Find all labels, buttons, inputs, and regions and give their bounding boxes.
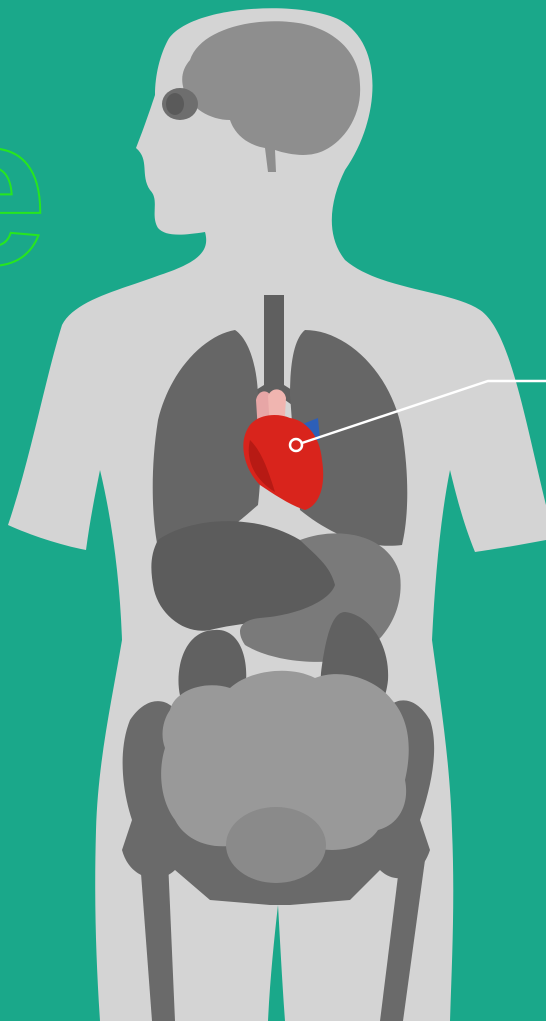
bladder-icon [226, 807, 326, 883]
pupil-icon [166, 93, 184, 115]
